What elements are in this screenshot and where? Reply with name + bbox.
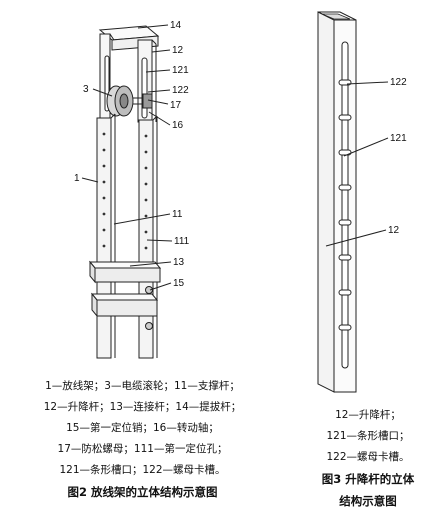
- fig2-caption-line: 121—条形槽口；122—螺母卡槽。: [59, 464, 226, 476]
- label-121-fig3: 121: [390, 133, 407, 144]
- fig3-labels: 122 121 12: [388, 77, 407, 236]
- label-122: 122: [172, 85, 189, 96]
- fig3-drawing: [317, 11, 389, 393]
- fig2-caption-line: 12—升降杆；13—连接杆；14—提拔杆；: [43, 401, 242, 413]
- label-122-fig3: 122: [390, 77, 407, 88]
- fig3-caption-line: 12—升降杆；: [335, 409, 401, 421]
- label-17: 17: [170, 100, 182, 111]
- label-12: 12: [172, 45, 184, 56]
- fig3-caption: 12—升降杆； 121—条形槽口； 122—螺母卡槽。 图3 升降杆的立体 结构…: [288, 405, 448, 512]
- label-1: 1: [74, 173, 80, 184]
- label-15: 15: [173, 278, 185, 289]
- fig2-caption-line: 17—防松螺母；111—第一定位孔；: [57, 443, 228, 455]
- fig2-drawing: [81, 24, 173, 359]
- label-12-fig3: 12: [388, 225, 400, 236]
- label-13: 13: [173, 257, 185, 268]
- fig3-title: 图3 升降杆的立体: [321, 472, 415, 486]
- label-11: 11: [172, 209, 183, 220]
- fig3-caption-line: 121—条形槽口；: [326, 430, 410, 442]
- label-3: 3: [83, 84, 89, 95]
- fig2-caption-line: 15—第一定位销；16—转动轴；: [66, 422, 219, 434]
- fig2-caption-line: 1—放线架；3—电缆滚轮；11—支撑杆；: [45, 380, 240, 392]
- label-121: 121: [172, 65, 189, 76]
- fig2-title: 图2 放线架的立体结构示意图: [67, 485, 218, 499]
- label-111: 111: [174, 236, 190, 247]
- fig2-caption: 1—放线架；3—电缆滚轮；11—支撑杆； 12—升降杆；13—连接杆；14—提拔…: [0, 376, 285, 503]
- label-14: 14: [170, 20, 182, 31]
- fig3-caption-line: 122—螺母卡槽。: [326, 451, 410, 463]
- label-16: 16: [172, 120, 184, 131]
- fig2-labels: 14 12 121 3 122 17 16 1 11 111 13 15: [74, 20, 190, 289]
- fig3-title: 结构示意图: [339, 494, 397, 508]
